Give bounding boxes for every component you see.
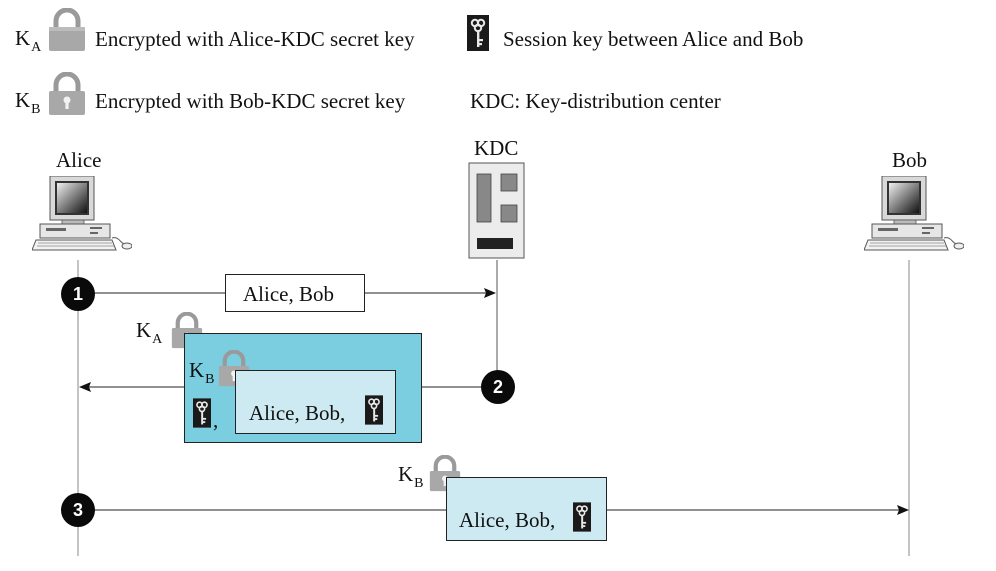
lock-icon-kb: [49, 74, 85, 115]
legend-kb-text: Encrypted with Bob-KDC secret key: [95, 89, 406, 113]
legend-ka-text: Encrypted with Alice-KDC secret key: [95, 27, 415, 51]
step-3-badge: 3: [61, 493, 95, 527]
step-1-badge: 1: [61, 277, 95, 311]
message-3-text: Alice, Bob,: [459, 508, 556, 532]
session-key-icon: [467, 15, 489, 51]
message-3-key-icon: [573, 501, 591, 533]
bob-computer-icon: [864, 176, 964, 251]
legend-kdc-text: KDC: Key-distribution center: [470, 89, 721, 113]
message-2-comma: ,: [213, 408, 219, 432]
message-2-inner-key-icon: [365, 394, 383, 426]
bob-label: Bob: [892, 148, 928, 172]
message-2-inner-key-label: KB: [189, 358, 215, 387]
message-1-box: Alice, Bob: [225, 274, 365, 312]
message-3-key-label: KB: [398, 462, 424, 491]
legend-kb-label: KB: [15, 88, 41, 117]
legend-session-text: Session key between Alice and Bob: [503, 27, 804, 51]
message-2-outer-key-label: KA: [136, 318, 163, 347]
alice-label: Alice: [56, 148, 102, 172]
alice-computer-icon: [32, 176, 132, 251]
lock-icon-ka: [49, 10, 85, 51]
message-1-text: Alice, Bob: [243, 282, 334, 306]
message-2-session-key-icon: [193, 397, 211, 429]
kdc-label: KDC: [474, 136, 519, 160]
step-2-badge: 2: [481, 370, 515, 404]
message-2-inner-text: Alice, Bob,: [249, 401, 346, 425]
kdc-server-icon: [468, 162, 525, 259]
legend-ka-label: KA: [15, 26, 42, 55]
